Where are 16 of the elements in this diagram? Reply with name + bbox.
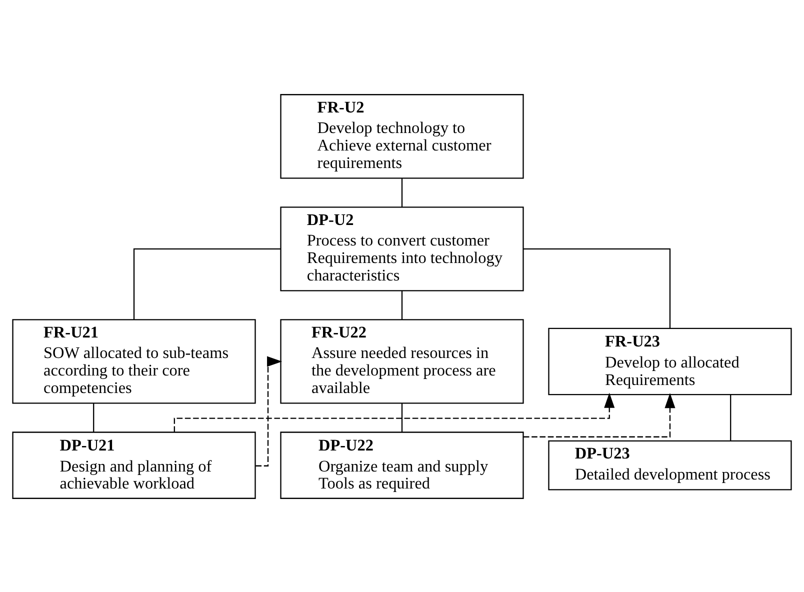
arrow <box>523 392 676 437</box>
connector <box>523 248 671 328</box>
node-box: DP-U21 Design and planning of achievable workload <box>12 431 256 498</box>
node-box: DP-U2 Process to convert customer Requirements into technology characteristics <box>280 206 524 291</box>
node-box: DP-U22 Organize team and supply Tools as required <box>280 431 524 498</box>
connector <box>93 402 94 432</box>
connector <box>401 290 403 320</box>
node-box: DP-U23 Detailed development process <box>548 440 792 490</box>
node-box: FR-U2 Develop technology to Achieve external customer requirements <box>280 94 524 178</box>
connector <box>133 248 281 320</box>
connector <box>401 178 403 206</box>
node-box: FR-U22 Assure needed resources in the development process are available <box>280 318 524 404</box>
connector <box>401 402 403 432</box>
connector <box>730 394 732 440</box>
node-box: FR-U23 Develop to allocated Requirements <box>548 327 792 395</box>
node-box: FR-U21 SOW allocated to sub-teams according to their core competencies <box>12 318 256 404</box>
